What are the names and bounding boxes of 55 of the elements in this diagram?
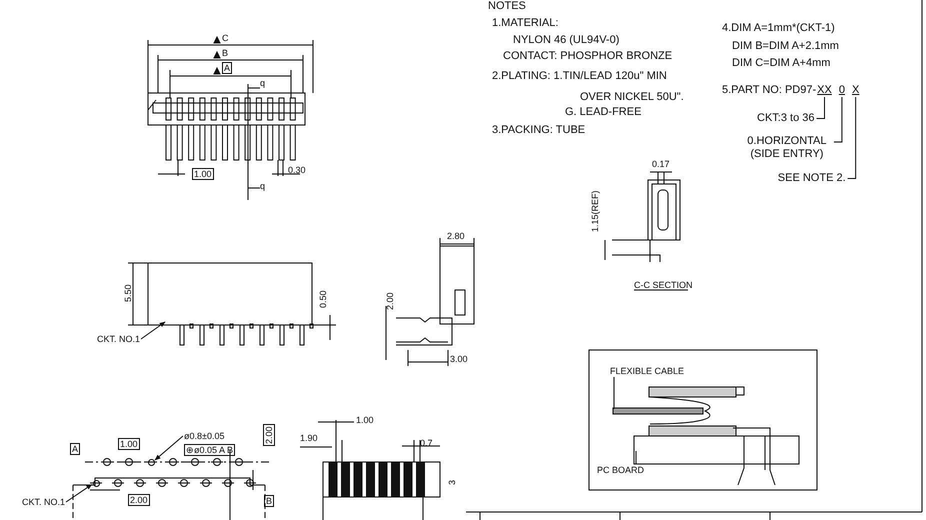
- section-label: C-C SECTION: [634, 280, 692, 290]
- leader-line: [154, 436, 184, 461]
- dimension-label: 5.50: [123, 284, 133, 302]
- note-text: 4.DIM A=1mm*(CKT-1): [722, 22, 835, 35]
- dimension-label: 2.80: [447, 231, 465, 241]
- dimension-label: B: [222, 48, 228, 58]
- dimension-label: 3: [447, 480, 457, 485]
- leader-line: [833, 96, 842, 142]
- part-code-text: X: [852, 84, 860, 97]
- dimension-label: 3.00: [450, 354, 468, 364]
- callout-text: CKT. NO.1: [97, 334, 140, 344]
- datum-label: A: [70, 443, 80, 455]
- callout-text: FLEXIBLE CABLE: [610, 366, 684, 376]
- note-text: DIM C=DIM A+4mm: [732, 57, 830, 70]
- note-text: 2.PLATING: 1.TIN/LEAD 120u" MIN: [492, 70, 667, 83]
- dimension-label: 2.00: [128, 494, 150, 506]
- part-number-text: 5.PART NO: PD97-: [722, 84, 816, 97]
- leader-line: [66, 484, 92, 502]
- callout-text: 0.HORIZONTAL (SIDE ENTRY): [742, 135, 832, 161]
- notes-heading: NOTES: [488, 0, 526, 13]
- dimension-label: 1.90: [300, 433, 318, 443]
- tolerance-frame: ⊕ø0.05 A B: [184, 444, 236, 456]
- hole-symbol: [148, 458, 154, 466]
- dimension-label: A: [222, 62, 232, 74]
- dimension-label: 1.00: [192, 168, 214, 180]
- dimension-label: 1.00: [356, 415, 374, 425]
- dimension-label: 0.17: [652, 159, 670, 169]
- note-text: 1.MATERIAL:: [492, 17, 558, 30]
- dimension-label: 0.30: [288, 165, 306, 175]
- dimension-label: 2.00: [385, 292, 395, 310]
- datum-label: B: [264, 495, 274, 507]
- part-code-text: 0: [838, 84, 845, 97]
- dimension-label: C: [222, 33, 228, 43]
- note-text: DIM B=DIM A+2.1mm: [732, 40, 839, 53]
- dimension-label: q: [260, 181, 266, 191]
- leader-line: [140, 322, 166, 340]
- note-text: OVER NICKEL 50U".: [580, 91, 684, 104]
- dimension-label: q: [260, 78, 266, 88]
- note-text: CONTACT: PHOSPHOR BRONZE: [503, 50, 672, 63]
- dimension-label: 1.15(REF): [590, 190, 600, 232]
- callout-text: CKT:3 to 36: [757, 112, 814, 125]
- callout-text: SEE NOTE 2.: [778, 172, 846, 185]
- note-text: NYLON 46 (UL94V-0): [513, 34, 620, 47]
- dimension-label: 0.50: [318, 290, 328, 308]
- part-code-text: XX: [817, 84, 832, 97]
- callout-text: CKT. NO.1: [22, 497, 66, 507]
- note-text: G. LEAD-FREE: [565, 106, 642, 119]
- note-text: 3.PACKING: TUBE: [492, 124, 586, 137]
- dimension-label: 2.00: [263, 424, 275, 446]
- dimension-label: ø0.8±0.05: [184, 431, 224, 441]
- callout-text: PC BOARD: [597, 465, 644, 475]
- hole-symbol: [92, 480, 100, 486]
- leader-line: [847, 96, 856, 179]
- leader-line: [816, 96, 825, 119]
- dimension-label: 1.00: [118, 438, 140, 450]
